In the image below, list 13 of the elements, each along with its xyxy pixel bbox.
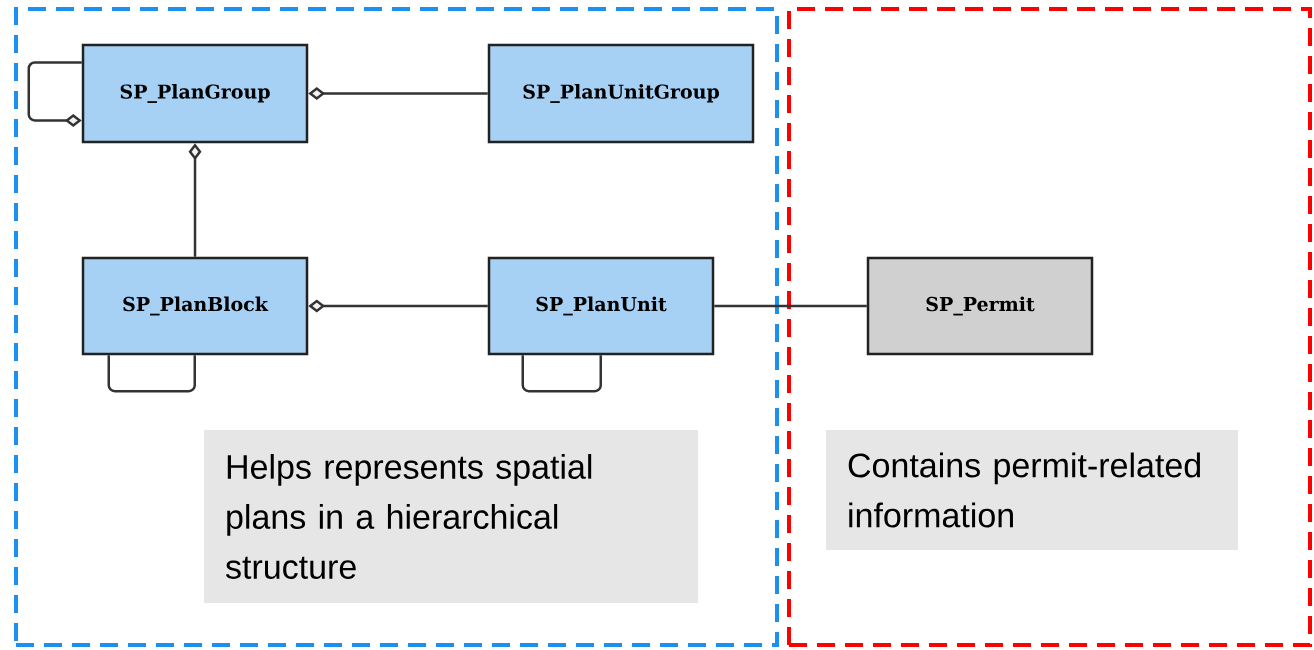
class-box: SP_PlanGroup <box>81 43 309 144</box>
note-box: Helps represents spatial plans in a hierarchical structure <box>204 430 698 603</box>
self-loop <box>107 355 196 393</box>
note-box: Contains permit-related information <box>826 430 1238 550</box>
dashed-region <box>787 7 1312 647</box>
self-loop <box>521 355 602 393</box>
connector-line <box>714 304 867 308</box>
class-box: SP_PlanBlock <box>81 256 309 356</box>
aggregation-line <box>27 61 82 127</box>
class-box: SP_PlanUnit <box>487 256 715 356</box>
dashed-region <box>14 7 779 647</box>
class-box: SP_PlanUnitGroup <box>487 43 755 144</box>
class-box: SP_Permit <box>866 256 1094 356</box>
